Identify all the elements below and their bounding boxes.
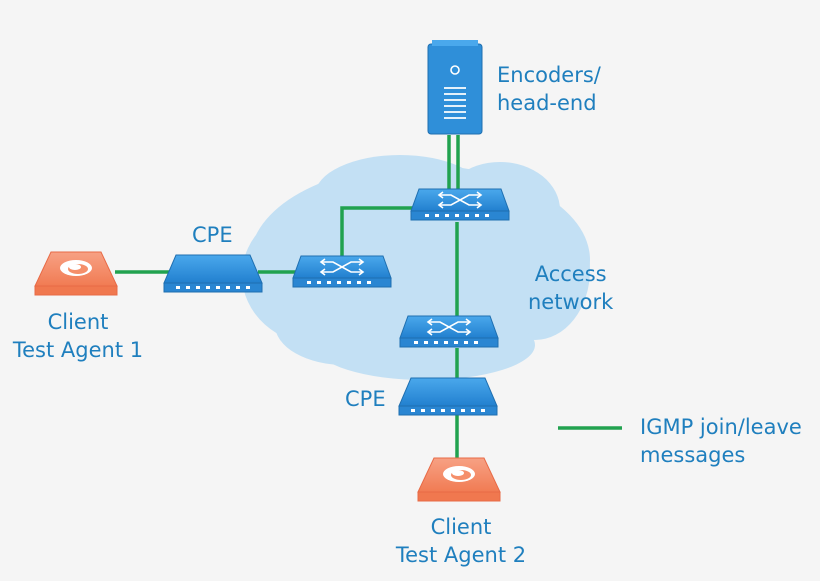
legend-label-line1: IGMP join/leave <box>640 415 802 439</box>
encoder-label-line2: head-end <box>497 91 597 115</box>
legend-label: IGMP join/leave messages <box>640 413 802 469</box>
client1-label-line1: Client <box>47 310 109 334</box>
client2-label-line2: Test Agent 2 <box>395 543 527 567</box>
switch-icon <box>410 188 510 221</box>
switch-icon <box>399 315 499 348</box>
encoder-label-line1: Encoders/ <box>497 63 601 87</box>
access-network-label-line1: Access <box>534 262 607 286</box>
cpe-left-label: CPE <box>192 223 233 247</box>
client2-label-line1: Client <box>430 515 492 539</box>
server-icon <box>427 40 483 135</box>
legend-label-line2: messages <box>640 443 746 467</box>
encoder-label: Encoders/ head-end <box>497 61 601 117</box>
modem-icon <box>163 254 263 293</box>
test-agent-icon <box>417 457 501 502</box>
client1-label: Client Test Agent 1 <box>8 308 148 364</box>
link-switch-top-to-left <box>340 206 416 262</box>
client1-label-line2: Test Agent 1 <box>12 338 144 362</box>
igmp-links <box>115 135 622 462</box>
access-network-label: Access network <box>528 260 613 316</box>
cpe-bottom-label: CPE <box>345 387 386 411</box>
modem-icon <box>398 377 498 416</box>
client2-label: Client Test Agent 2 <box>390 513 532 569</box>
switch-icon <box>292 255 392 288</box>
access-network-label-line2: network <box>528 290 614 314</box>
test-agent-icon <box>34 251 118 296</box>
